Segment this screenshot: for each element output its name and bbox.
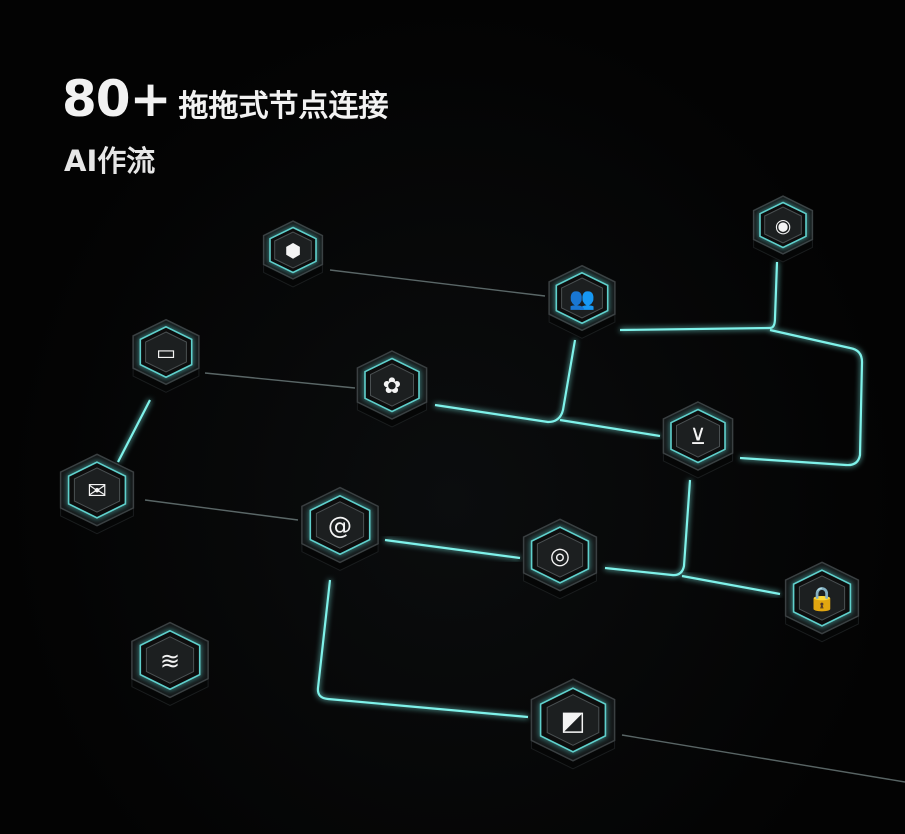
webcam-icon: ◎ xyxy=(550,543,570,569)
headline-text: 拖拖式节点连接 xyxy=(178,89,389,124)
workflow-node[interactable]: ✿ xyxy=(356,350,428,428)
lock-icon: 🔒 xyxy=(808,586,837,612)
workflow-node[interactable]: ◎ xyxy=(522,518,598,600)
spiral-icon: @ xyxy=(328,512,352,540)
connection-line xyxy=(434,339,577,424)
connection-line xyxy=(604,479,692,577)
workflow-node[interactable]: 🔒 xyxy=(784,561,860,643)
connection-line xyxy=(204,372,356,389)
node-count: 80+ xyxy=(62,70,171,128)
workflow-node[interactable]: ≋ xyxy=(131,621,209,706)
workflow-node[interactable]: ▭ xyxy=(132,318,200,393)
image-edit-icon: ◩ xyxy=(561,706,586,737)
connection-line xyxy=(739,328,864,467)
user-circle-icon: ◉ xyxy=(775,216,791,237)
connection-line xyxy=(559,418,661,438)
cart-icon: ⊻ xyxy=(690,425,706,450)
workflow-node[interactable]: ✉ xyxy=(59,453,135,535)
layers-icon: ≋ xyxy=(160,647,180,675)
workflow-node[interactable]: @ xyxy=(301,486,379,571)
headline: 80+拖拖式节点连接 xyxy=(62,70,388,128)
connection-line xyxy=(144,499,299,521)
connection-line xyxy=(384,538,521,560)
users-icon: 👥 xyxy=(569,287,595,311)
workflow-node[interactable]: ◉ xyxy=(752,195,814,263)
subheadline: AI作流 xyxy=(64,144,156,178)
mail-icon: ✉ xyxy=(87,478,106,504)
workflow-node[interactable]: ⬢ xyxy=(262,220,324,288)
workflow-node[interactable]: ⊻ xyxy=(662,401,734,479)
monitor-icon: ▭ xyxy=(156,341,176,365)
connection-line xyxy=(619,261,779,332)
connection-line xyxy=(621,734,905,783)
connection-line xyxy=(329,269,546,297)
connection-line xyxy=(316,579,529,719)
connection-line xyxy=(117,399,151,463)
connection-line xyxy=(681,574,781,596)
grid-icon: ✿ xyxy=(383,374,401,399)
workflow-node[interactable]: 👥 xyxy=(548,264,616,339)
workflow-node[interactable]: ◩ xyxy=(530,678,616,770)
cube-icon: ⬢ xyxy=(285,241,301,262)
